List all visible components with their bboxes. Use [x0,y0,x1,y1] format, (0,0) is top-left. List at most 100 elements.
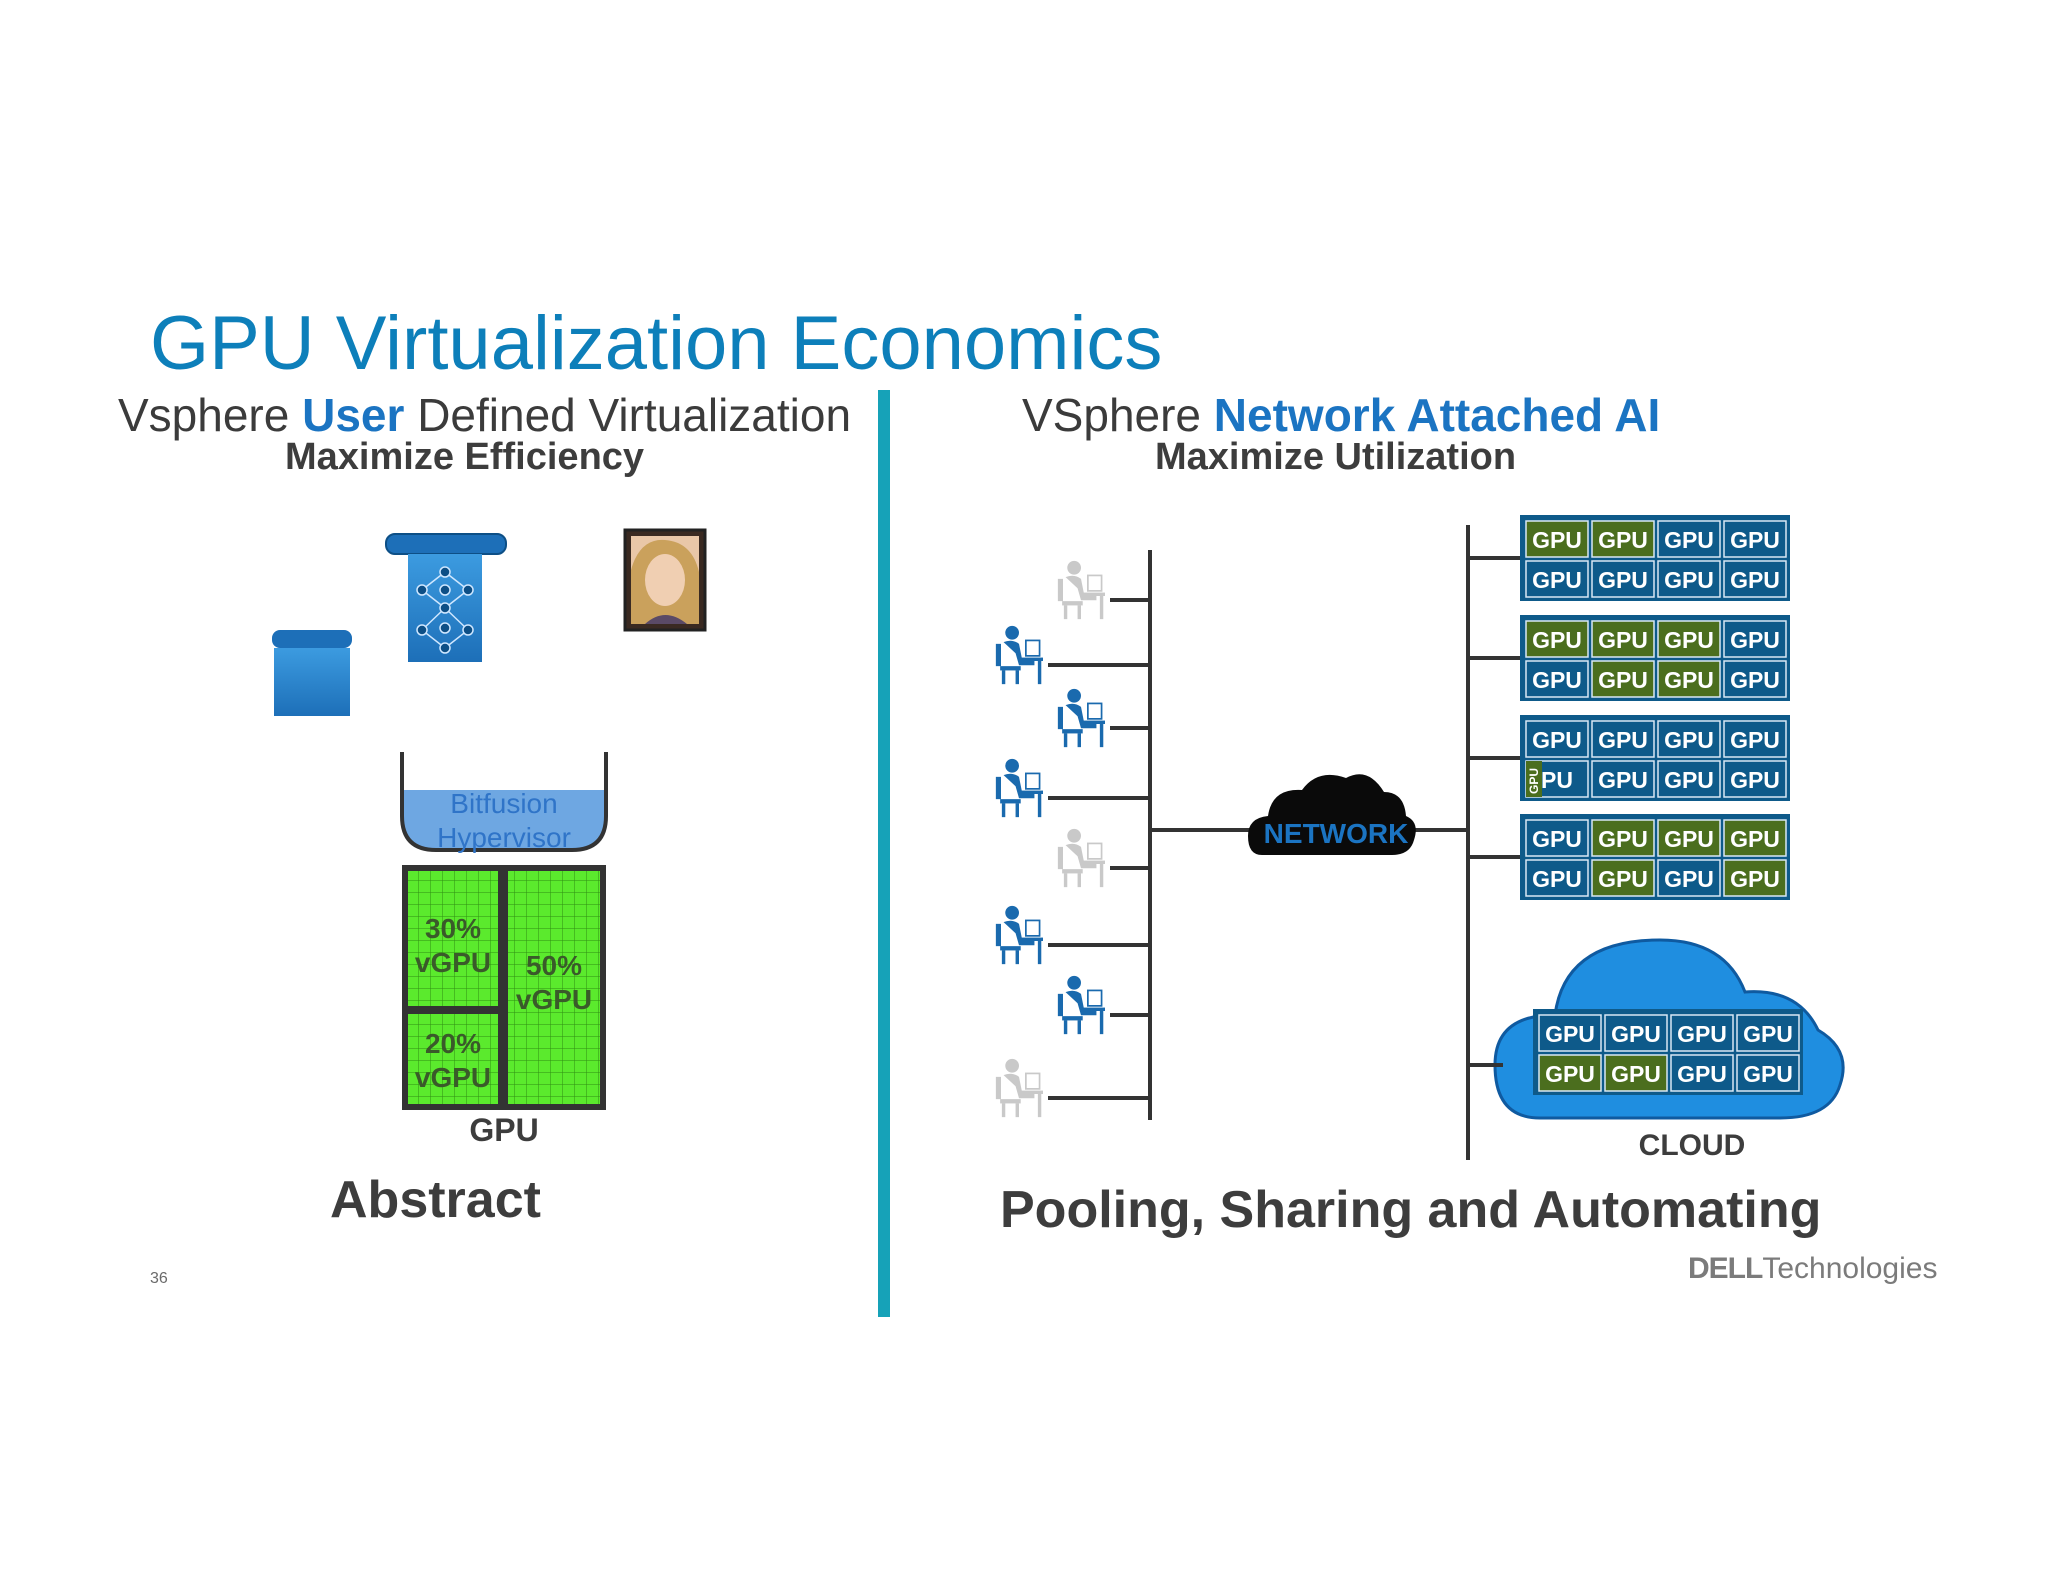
gpu-label: GPU [1730,627,1780,653]
gpu-label: GPU [1598,826,1648,852]
gpu-label: GPU [1730,667,1780,693]
gpu-label: GPU [1532,727,1582,753]
page-number: 36 [150,1270,168,1287]
right-subtitle: VSphere Network Attached AI [1022,388,1660,442]
active-user-icon [994,758,1044,818]
section-divider [878,390,890,1317]
partition-50-vgpu [508,871,600,1104]
rotated-gpu-cell [1526,761,1542,797]
gpu-cell [1657,520,1721,558]
gpu-label: GPU [1664,667,1714,693]
gpu-cell [1591,720,1655,758]
partition-20-label: vGPU [415,1062,491,1093]
gpu-cell [1591,859,1655,897]
gpu-cell [1591,560,1655,598]
gpu-label: GPU [1664,727,1714,753]
cloud-gpu-cell [1736,1054,1800,1092]
gpu-label: GPU [1664,866,1714,892]
gpu-label: GPU [1730,567,1780,593]
cloud-label: CLOUD [1639,1129,1746,1162]
partition-20-vgpu [408,1014,498,1104]
idle-user-icon [994,1058,1044,1118]
partition-30-vgpu [408,871,498,1006]
gpu-cell [1723,859,1787,897]
gpu-label: GPU [1730,527,1780,553]
gpu-label: GPU [1664,567,1714,593]
gpu-cell [1525,620,1589,658]
cloud-gpu-cell [1604,1054,1668,1092]
partition-30-pct: 30% [425,913,481,944]
gpu-label: GPU [1598,866,1648,892]
hypervisor-label-line-1: Bitfusion [450,788,557,819]
brand-rest: Technologies [1762,1252,1938,1285]
left-tagline: Maximize Efficiency [285,436,644,479]
cloud-gpu-cell [1670,1014,1734,1052]
cloud-gpu-label: GPU [1611,1021,1661,1047]
gpu-cell [1525,859,1589,897]
user-group [994,560,1150,1118]
cloud-gpu-label: GPU [1743,1061,1793,1087]
active-user-icon [994,625,1044,685]
gpu-label: GPU [1664,627,1714,653]
gpu-partition-block [402,865,606,1110]
gpu-label: GPU [1664,767,1714,793]
gpu-cell [1657,760,1721,798]
gpu-cell [1591,819,1655,857]
hypervisor-tray [400,752,608,852]
gpu-label: GPU [1730,866,1780,892]
hypervisor-label-line-2: Hypervisor [437,822,571,853]
active-user-icon [1056,688,1106,748]
cloud-gpu-cell [1736,1014,1800,1052]
person-photo-icon [623,528,707,632]
gpu-label: GPU [1532,826,1582,852]
right-tagline-pre: Maximize [1155,436,1335,478]
right-subtitle-pre: VSphere [1022,389,1214,441]
cloud-gpu-label: GPU [1743,1021,1793,1047]
virtualization-diagram: Bitfusion Hypervisor 30% vGPU 20% vGPU 5… [272,528,707,1148]
gpu-cell [1723,620,1787,658]
gpu-cell [1525,560,1589,598]
gpu-label: GPU [1532,627,1582,653]
gpu-label: GPU [1664,826,1714,852]
cloud-gpu-cell [1538,1054,1602,1092]
gpu-cell [1723,819,1787,857]
cloud-gpu-label: GPU [1677,1021,1727,1047]
partition-20-pct: 20% [425,1028,481,1059]
gpu-cell [1591,520,1655,558]
idle-user-icon [1056,828,1106,888]
left-subtitle: Vsphere User Defined Virtualization [118,388,851,442]
right-subtitle-highlight: Network Attached AI [1213,389,1661,441]
left-subtitle-post: Defined Virtualization [404,389,852,441]
gpu-label: GPU [1598,767,1648,793]
gpu-cell [1657,720,1721,758]
gpu-label: GPU [1598,667,1648,693]
right-tagline: Maximize Utilization [1155,436,1516,479]
cloud-gpu-label: GPU [1545,1021,1595,1047]
page-title: GPU Virtualization Economics [150,301,1163,386]
gpu-cell [1657,660,1721,698]
gpu-cell [1723,520,1787,558]
left-tagline-bold: Efficiency [464,436,645,478]
left-tagline-pre: Maximize [285,436,465,478]
gpu-label: GPU [1598,567,1648,593]
gpu-label: GPU [469,1112,538,1148]
brand-bold: DELL [1688,1252,1763,1285]
rotated-gpu-label: GPU [1527,768,1541,794]
cloud-gpu-cell [1670,1054,1734,1092]
right-tagline-bold: Utilization [1334,436,1517,478]
gpu-cell [1657,560,1721,598]
gpu-label: GPU [1730,727,1780,753]
gpu-cell [1591,620,1655,658]
idle-user-icon [1056,560,1106,620]
cloud-gpu-label: GPU [1611,1061,1661,1087]
gpu-cell [1723,660,1787,698]
gpu-cell [1657,819,1721,857]
gpu-label: GPU [1598,527,1648,553]
gpu-cell [1723,560,1787,598]
gpu-racks: GPU GPU GPU GPU GPU GPU GPU GPU GPU GPU GPU GPU GPU G… [1468,515,1790,900]
neural-network-chip-icon [385,533,507,662]
gpu-label: GPU [1730,826,1780,852]
partition-50-pct: 50% [526,950,582,981]
